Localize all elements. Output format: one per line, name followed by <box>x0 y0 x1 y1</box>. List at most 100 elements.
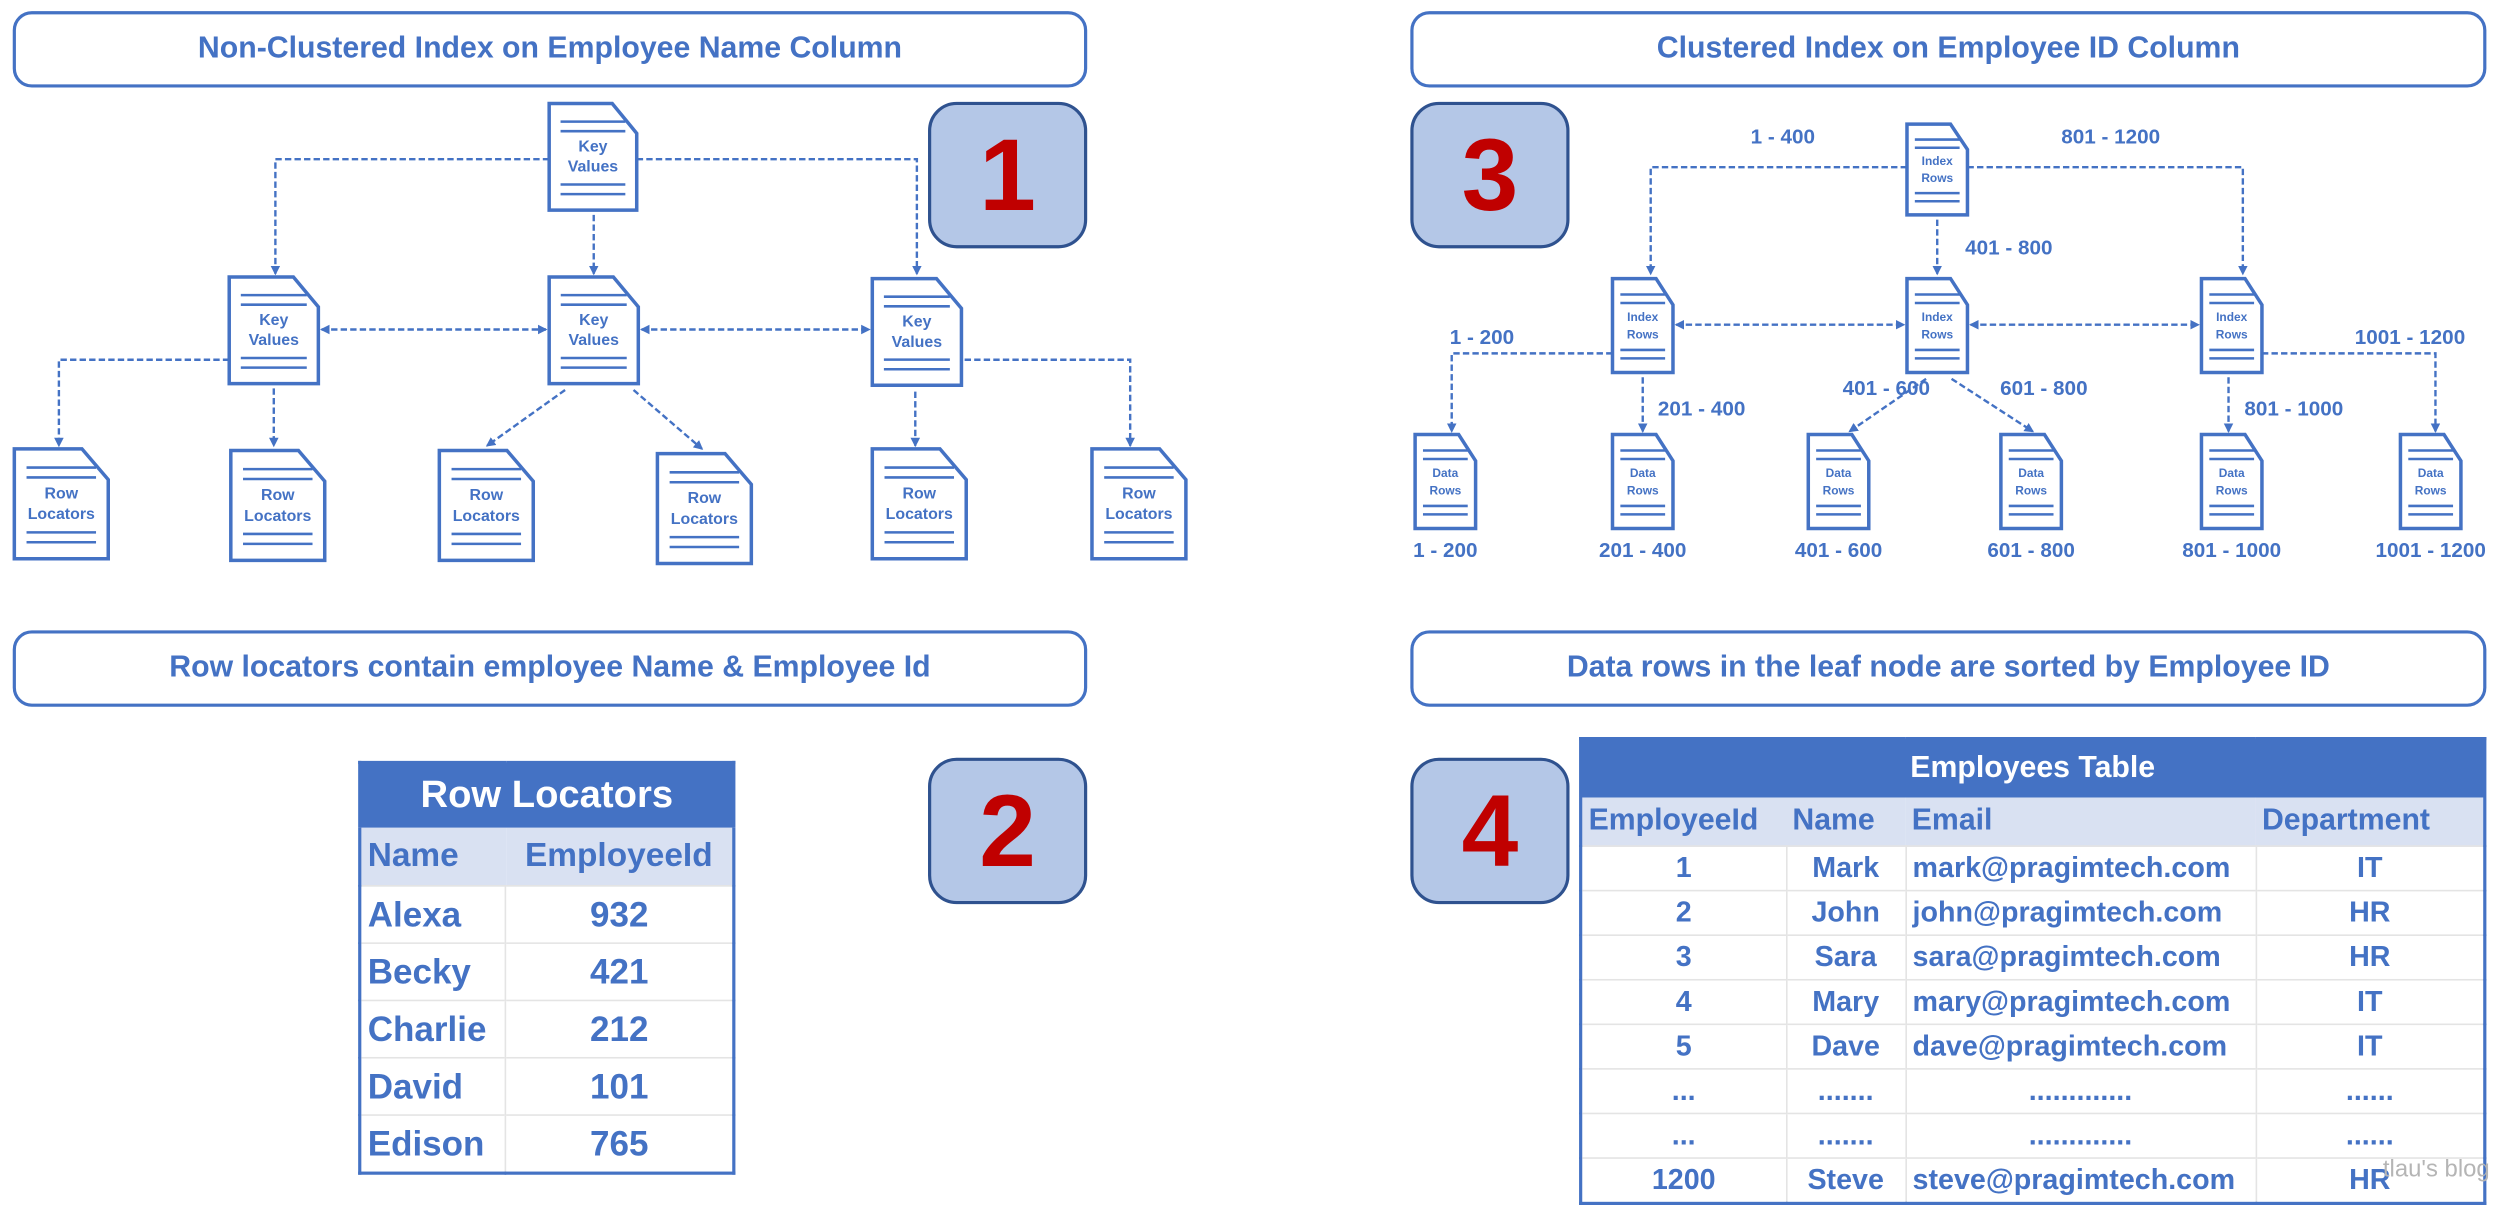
cell-employeeid: 1200 <box>1580 1157 1787 1204</box>
panel1-title: Non-Clustered Index on Employee Name Col… <box>12 11 1088 88</box>
connector-arrow <box>270 157 550 276</box>
cell-employeeid: ... <box>1580 1068 1787 1114</box>
table-row: ............................. <box>1580 1068 2486 1114</box>
node-label-line2: Locators <box>1105 506 1172 523</box>
cell-email: dave@pragimtech.com <box>1905 1023 2257 1069</box>
node-label-line2: Rows <box>1921 328 1953 342</box>
node-label-line1: Row <box>688 490 722 507</box>
node-label-line1: Data <box>1432 466 1458 480</box>
panel2-title: Row locators contain employee Name & Emp… <box>12 630 1088 707</box>
cell-employeeid: 4 <box>1580 978 1787 1025</box>
node-label-line2: Values <box>249 332 300 349</box>
edge-range-label: 1 - 200 <box>1450 326 1514 349</box>
node-label-line2: Rows <box>2415 484 2447 498</box>
edge-range-label: 601 - 800 <box>2000 377 2087 400</box>
connector-arrow <box>485 389 566 447</box>
node-label-line1: Row <box>470 487 504 504</box>
cell-name: John <box>1785 889 1907 936</box>
watermark: tlau's blog <box>2382 1155 2490 1183</box>
cell-employeeid: ... <box>1580 1112 1787 1159</box>
cell-name: Sara <box>1785 934 1907 980</box>
step-badge-2: 2 <box>928 757 1088 905</box>
node-label-line1: Key <box>579 312 608 329</box>
node-label-line1: Index <box>2216 310 2248 324</box>
column-header-name: Name <box>1785 797 1906 847</box>
cell-name: ....... <box>1785 1112 1907 1159</box>
connector-arrow <box>636 157 922 276</box>
node-label-line2: Rows <box>2216 328 2248 342</box>
node-label-line2: Rows <box>1429 484 1461 498</box>
node-label-line1: Key <box>259 312 288 329</box>
column-header-department: Department <box>2255 797 2485 847</box>
cell-email: john@pragimtech.com <box>1905 889 2257 936</box>
leaf-range-label: 801 - 1000 <box>2182 539 2281 562</box>
connector-arrow <box>1950 377 2035 433</box>
node-label-line2: Rows <box>1921 171 1953 185</box>
edge-range-label: 801 - 1200 <box>2061 125 2160 148</box>
node-label-line1: Index <box>1922 310 1954 324</box>
connector-arrow <box>964 358 1135 448</box>
cell-employeeid: 932 <box>505 885 734 944</box>
cell-name: Mary <box>1785 978 1907 1025</box>
cell-department: HR <box>2255 934 2486 980</box>
leaf-range-label: 1001 - 1200 <box>2375 539 2485 562</box>
cell-name: ....... <box>1785 1068 1907 1114</box>
node-label-line1: Key <box>578 138 607 155</box>
cell-department: HR <box>2255 889 2486 936</box>
step-badge-1: 1 <box>928 101 1088 249</box>
node-label-line2: Rows <box>1627 328 1659 342</box>
node-label-line1: Index <box>1922 154 1954 168</box>
cell-name: Alexa <box>359 885 507 944</box>
node-label-line1: Data <box>1630 466 1656 480</box>
column-header-name: Name <box>359 827 506 886</box>
node-label-line1: Index <box>1627 310 1659 324</box>
edge-range-label: 801 - 1000 <box>2244 397 2343 420</box>
cell-department: ...... <box>2255 1112 2486 1159</box>
cell-department: IT <box>2255 978 2486 1025</box>
leaf-range-label: 201 - 400 <box>1599 539 1686 562</box>
leaf-range-label: 401 - 600 <box>1795 539 1882 562</box>
table-caption: Employees Table <box>1580 738 2485 798</box>
node-label-line2: Locators <box>28 506 95 523</box>
edge-range-label: 201 - 400 <box>1658 397 1745 420</box>
table-row: ............................. <box>1580 1112 2486 1159</box>
cell-employeeid: 1 <box>1580 845 1787 891</box>
edge-range-label: 1 - 400 <box>1751 125 1815 148</box>
connector-arrow <box>1848 377 1927 433</box>
node-label-line2: Locators <box>244 508 311 525</box>
cell-department: HR <box>2255 1157 2486 1204</box>
connector-arrow <box>1446 352 1613 433</box>
node-label-line1: Data <box>1826 466 1852 480</box>
node-label-line1: Data <box>2418 466 2444 480</box>
cell-email: ............. <box>1905 1068 2257 1114</box>
cell-name: Edison <box>359 1114 507 1174</box>
connector-arrow <box>2261 352 2441 433</box>
node-label-line2: Rows <box>2015 484 2047 498</box>
